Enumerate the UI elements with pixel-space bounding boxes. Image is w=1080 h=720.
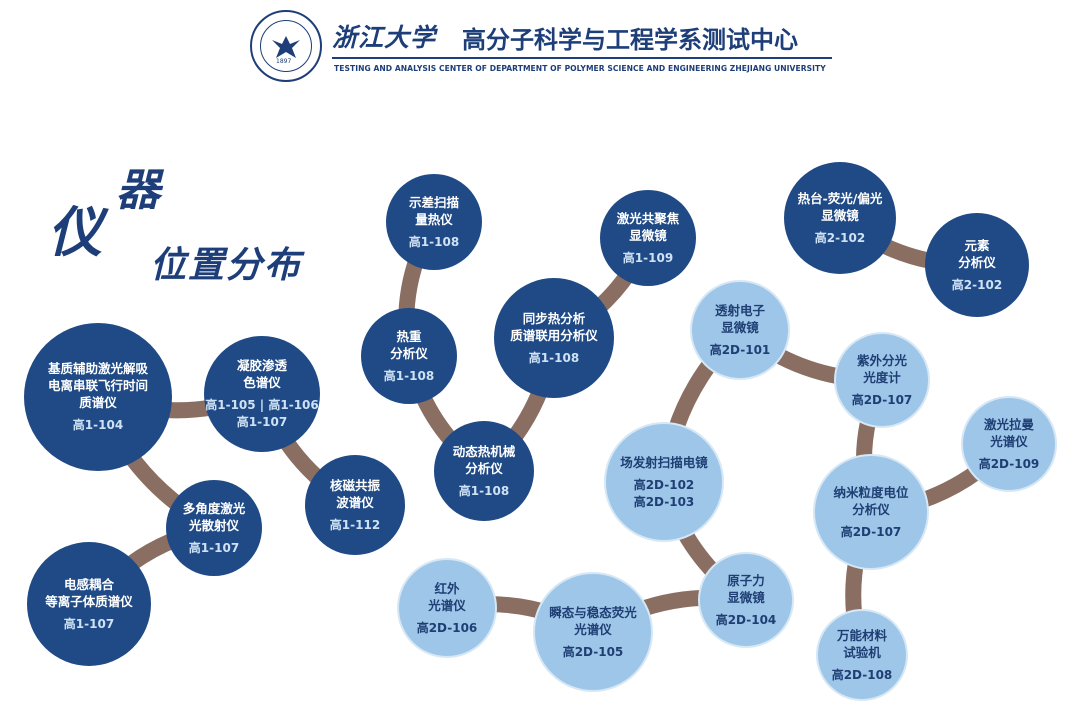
instrument-node-raman[interactable]: 激光拉曼 光谱仪 高2D-109 xyxy=(961,396,1057,492)
instrument-room: 高2D-107 xyxy=(851,392,913,407)
instrument-room: 高1-107 xyxy=(63,616,115,631)
instrument-room: 高2D-104 xyxy=(715,612,777,627)
header-banner: 1897 浙江大学 高分子科学与工程学系测试中心 TESTING AND ANA… xyxy=(250,8,832,82)
instrument-node-afm[interactable]: 原子力 显微镜 高2D-104 xyxy=(698,552,794,648)
instrument-node-mals[interactable]: 多角度激光 光散射仪 高1-107 xyxy=(166,480,262,576)
instrument-room: 高2D-105 xyxy=(562,644,624,659)
instrument-room: 高2D-109 xyxy=(978,456,1040,471)
instrument-name: 示差扫描 量热仪 xyxy=(408,194,459,227)
instrument-room: 高2-102 xyxy=(814,230,866,245)
title-part-3: 位置分布 xyxy=(150,244,303,286)
instrument-name: 紫外分光 光度计 xyxy=(856,352,907,385)
instrument-name: 动态热机械 分析仪 xyxy=(452,443,516,476)
instrument-node-elemental[interactable]: 元素 分析仪 高2-102 xyxy=(925,213,1029,317)
instrument-room: 高1-108 xyxy=(408,234,460,249)
instrument-node-tem[interactable]: 透射电子 显微镜 高2D-101 xyxy=(690,280,790,380)
instrument-name: 核磁共振 波谱仪 xyxy=(329,477,380,510)
instrument-node-nmr[interactable]: 核磁共振 波谱仪 高1-112 xyxy=(305,455,405,555)
instrument-room: 高2-102 xyxy=(951,277,1003,292)
instrument-name: 场发射扫描电镜 xyxy=(620,454,708,470)
university-emblem-icon: 1897 xyxy=(250,10,322,82)
instrument-room: 高1-108 xyxy=(383,368,435,383)
instrument-node-dsc[interactable]: 示差扫描 量热仪 高1-108 xyxy=(386,174,482,270)
instrument-name: 凝胶渗透 色谱仪 xyxy=(236,358,287,390)
header-divider xyxy=(332,57,832,59)
instrument-room: 高2D-106 xyxy=(416,620,478,635)
eagle-emblem-icon xyxy=(272,36,300,58)
instrument-name: 激光共聚焦 显微镜 xyxy=(616,210,680,243)
department-english-name: TESTING AND ANALYSIS CENTER OF DEPARTMEN… xyxy=(334,64,826,73)
instrument-node-hotstage[interactable]: 热台-荧光/偏光 显微镜 高2-102 xyxy=(784,162,896,274)
instrument-name: 热台-荧光/偏光 显微镜 xyxy=(797,190,883,223)
instrument-name: 同步热分析 质谱联用分析仪 xyxy=(510,310,598,343)
instrument-room: 高1-108 xyxy=(458,483,510,498)
instrument-room: 高1-109 xyxy=(622,250,674,265)
instrument-name: 原子力 显微镜 xyxy=(727,572,765,605)
instrument-node-maldi[interactable]: 基质辅助激光解吸 电离串联飞行时间 质谱仪 高1-104 xyxy=(24,323,172,471)
instrument-name: 纳米粒度电位 分析仪 xyxy=(833,484,909,517)
instrument-node-uvvis[interactable]: 紫外分光 光度计 高2D-107 xyxy=(834,332,930,428)
instrument-room: 高2D-101 xyxy=(709,342,771,357)
title-part-2: 器 xyxy=(116,165,160,216)
instrument-node-utm[interactable]: 万能材料 试验机 高2D-108 xyxy=(816,609,908,701)
instrument-node-stams[interactable]: 同步热分析 质谱联用分析仪 高1-108 xyxy=(494,278,614,398)
instrument-name: 基质辅助激光解吸 电离串联飞行时间 质谱仪 xyxy=(47,361,148,410)
instrument-room: 高1-108 xyxy=(528,350,580,365)
emblem-year: 1897 xyxy=(276,58,292,65)
instrument-name: 电感耦合 等离子体质谱仪 xyxy=(45,576,133,609)
instrument-name: 万能材料 试验机 xyxy=(836,627,887,660)
department-name: 高分子科学与工程学系测试中心 xyxy=(462,26,798,54)
instrument-name: 激光拉曼 光谱仪 xyxy=(983,416,1034,449)
instrument-node-icpms[interactable]: 电感耦合 等离子体质谱仪 高1-107 xyxy=(27,542,151,666)
instrument-room: 高2D-107 xyxy=(840,524,902,539)
instrument-node-tga[interactable]: 热重 分析仪 高1-108 xyxy=(361,308,457,404)
instrument-node-clsm[interactable]: 激光共聚焦 显微镜 高1-109 xyxy=(600,190,696,286)
instrument-node-zeta[interactable]: 纳米粒度电位 分析仪 高2D-107 xyxy=(813,454,929,570)
emblem-inner-ring xyxy=(260,20,312,72)
instrument-node-gpc[interactable]: 凝胶渗透 色谱仪 高1-105 | 高1-106 高1-107 xyxy=(204,336,320,452)
title-part-1: 仪 xyxy=(48,200,102,264)
instrument-node-dma[interactable]: 动态热机械 分析仪 高1-108 xyxy=(434,421,534,521)
instrument-name: 瞬态与稳态荧光 光谱仪 xyxy=(549,604,637,637)
instrument-room: 高1-112 xyxy=(329,517,381,532)
instrument-name: 红外 光谱仪 xyxy=(428,580,466,613)
instrument-name: 元素 分析仪 xyxy=(958,237,996,270)
instrument-node-fluor[interactable]: 瞬态与稳态荧光 光谱仪 高2D-105 xyxy=(533,572,653,692)
instrument-room: 高1-107 xyxy=(188,540,240,555)
instrument-name: 热重 分析仪 xyxy=(390,328,428,361)
instrument-room: 高2D-108 xyxy=(831,667,893,682)
instrument-name: 多角度激光 光散射仪 xyxy=(182,500,246,533)
instrument-room: 高2D-102 高2D-103 xyxy=(633,477,695,509)
instrument-room: 高1-104 xyxy=(72,418,124,432)
instrument-name: 透射电子 显微镜 xyxy=(714,302,765,335)
instrument-node-ir[interactable]: 红外 光谱仪 高2D-106 xyxy=(397,558,497,658)
instrument-room: 高1-105 | 高1-106 高1-107 xyxy=(205,398,319,429)
instrument-node-sem[interactable]: 场发射扫描电镜 高2D-102 高2D-103 xyxy=(604,422,724,542)
university-name: 浙江大学 xyxy=(332,23,437,52)
